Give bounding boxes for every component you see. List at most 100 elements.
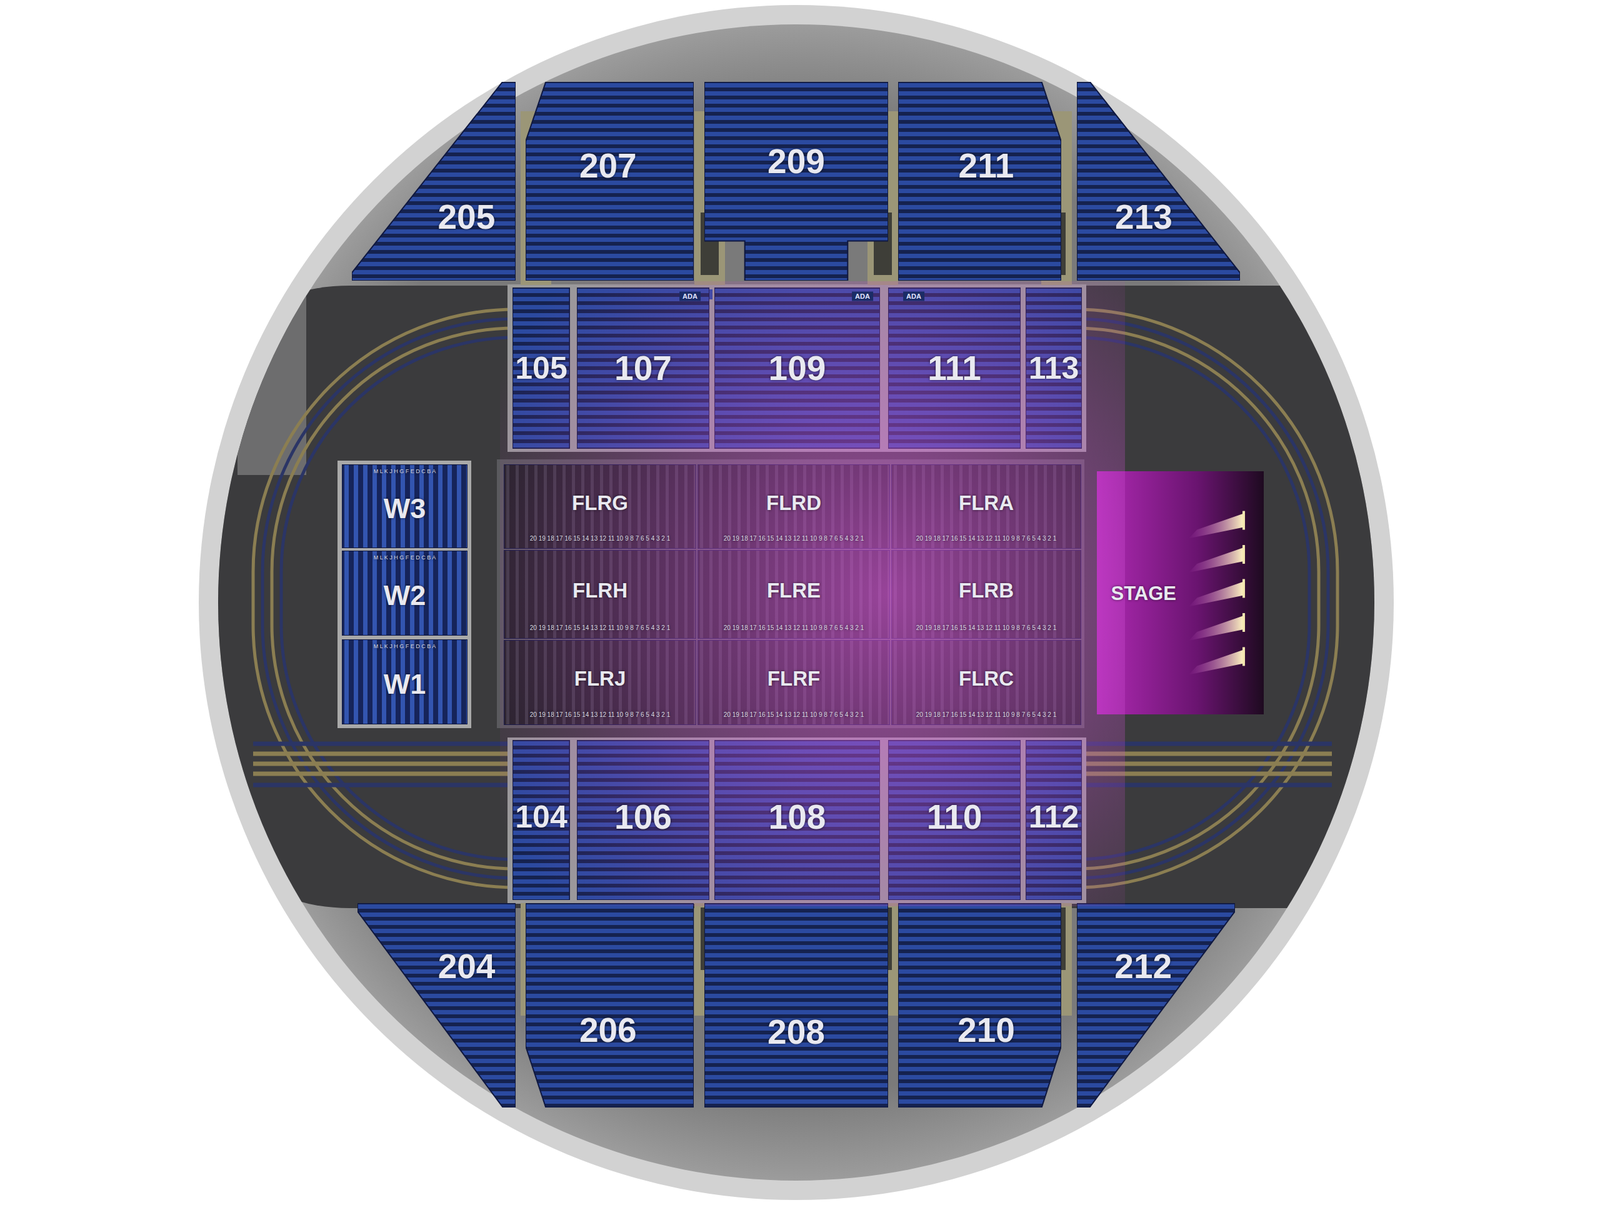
section-label: 111: [927, 351, 982, 386]
seat-rows: [891, 464, 1082, 549]
seating-section: 108: [714, 740, 880, 900]
section-label: 112: [1028, 801, 1080, 833]
light-rig: [1242, 511, 1245, 530]
seat-rows: [351, 81, 516, 281]
seat-rows: [1025, 287, 1082, 449]
seating-section: 106: [576, 740, 710, 900]
seat-rows: [714, 740, 880, 900]
ada-label: ADA: [903, 291, 925, 302]
seat-numbers: 20 19 18 17 16 15 14 13 12 11 10 9 8 7 6…: [916, 625, 1057, 632]
section-label: FLRF: [767, 668, 820, 689]
seat-numbers: 20 19 18 17 16 15 14 13 12 11 10 9 8 7 6…: [723, 711, 864, 719]
seating-section: 212: [1076, 903, 1235, 1108]
section-label: FLRJ: [574, 668, 627, 689]
seating-section: FLRG 20 19 18 17 16 15 14 13 12 11 10 9 8…: [503, 464, 697, 549]
seating-section: FLRA 20 19 18 17 16 15 14 13 12 11 10 9 8…: [891, 464, 1082, 549]
section-seats: [704, 903, 889, 1108]
seating-section: FLRD 20 19 18 17 16 15 14 13 12 11 10 9 8…: [697, 464, 890, 549]
ada-label: ADA: [851, 291, 874, 302]
seat-numbers: 20 19 18 17 16 15 14 13 12 11 10 9 8 7 6…: [723, 535, 864, 542]
seat-rows: [503, 464, 697, 549]
seating-section: 210: [898, 903, 1062, 1108]
seat-numbers: 20 19 18 17 16 15 14 13 12 11 10 9 8 7 6…: [530, 535, 670, 542]
seat-rows: [898, 81, 1062, 281]
section-seats: [351, 81, 516, 281]
section-label: 206: [579, 1012, 637, 1047]
seating-section: FLRJ 20 19 18 17 16 15 14 13 12 11 10 9 8…: [503, 640, 697, 725]
seat-rows: [714, 287, 880, 449]
section-seats: [704, 81, 889, 281]
seating-section: 109: [714, 287, 880, 449]
seat-rows: [1076, 903, 1235, 1108]
stage-light: [1188, 547, 1244, 573]
section-label: 107: [614, 351, 672, 386]
section-seats: [898, 903, 1062, 1108]
seat-numbers: M L K J H G F E D C B A: [373, 468, 437, 474]
seat-rows: [503, 550, 697, 639]
seating-section: 107: [576, 287, 710, 449]
stage-light: [1188, 649, 1244, 675]
section-label: W2: [383, 580, 427, 609]
section-seats: [525, 903, 694, 1108]
seat-numbers: 20 19 18 17 16 15 14 13 12 11 10 9 8 7 6…: [723, 625, 864, 632]
section-label: W1: [383, 669, 427, 698]
seating-section: FLRB 20 19 18 17 16 15 14 13 12 11 10 9 8…: [891, 550, 1082, 639]
section-label: 210: [957, 1012, 1015, 1047]
seat-numbers: 20 19 18 17 16 15 14 13 12 11 10 9 8 7 6…: [916, 711, 1057, 719]
seating-section: 105: [512, 287, 570, 449]
seating-section: 206: [525, 903, 694, 1108]
seat-rows: [341, 550, 468, 636]
section-label: 212: [1114, 949, 1172, 984]
seating-section: 209: [704, 81, 889, 281]
section-label: 208: [767, 1015, 825, 1050]
seating-section: 104: [512, 740, 570, 900]
seating-section: 204: [357, 903, 516, 1108]
section-label: 213: [1115, 200, 1173, 235]
light-rig: [1242, 646, 1245, 666]
section-label: 109: [768, 351, 827, 386]
seat-rows: [888, 287, 1021, 449]
seat-rows: [525, 81, 694, 281]
seat-numbers: 20 19 18 17 16 15 14 13 12 11 10 9 8 7 6…: [530, 711, 670, 719]
seat-rows: [341, 639, 468, 725]
stage-light: [1188, 615, 1244, 641]
section-label: FLRA: [958, 491, 1014, 513]
section-label: 113: [1028, 352, 1080, 384]
seating-section: 211: [898, 81, 1062, 281]
seating-section: 110: [888, 740, 1021, 900]
seat-numbers: 20 19 18 17 16 15 14 13 12 11 10 9 8 7 6…: [530, 625, 670, 632]
seating-section: 112: [1025, 740, 1082, 900]
seating-section: 113: [1025, 287, 1082, 449]
section-seats: [1076, 903, 1235, 1108]
section-label: FLRB: [958, 579, 1014, 600]
seat-numbers: 20 19 18 17 16 15 14 13 12 11 10 9 8 7 6…: [916, 535, 1057, 542]
stage-light: [1188, 581, 1244, 607]
section-label: W3: [383, 493, 427, 522]
section-label: FLRD: [766, 491, 822, 513]
seating-section: W2 M L K J H G F E D C B A: [341, 550, 468, 636]
section-label: 205: [438, 200, 496, 235]
seat-numbers: M L K J H G F E D C B A: [373, 554, 437, 560]
seating-section: FLRH 20 19 18 17 16 15 14 13 12 11 10 9 8…: [503, 550, 697, 639]
seating-section: FLRF 20 19 18 17 16 15 14 13 12 11 10 9 8…: [697, 640, 890, 725]
stage-floor: [1096, 471, 1264, 715]
section-label: FLRG: [571, 491, 629, 513]
light-rig: [1242, 579, 1245, 599]
section-label: 105: [515, 352, 567, 384]
seat-rows: [891, 550, 1082, 639]
seat-rows: [704, 81, 889, 281]
light-rig: [1242, 545, 1245, 564]
section-label: FLRH: [572, 579, 628, 600]
seat-rows: [898, 903, 1062, 1108]
light-rig: [1242, 613, 1245, 632]
seat-rows: [525, 903, 694, 1108]
seating-section: 205: [351, 81, 516, 281]
seating-section: 213: [1076, 81, 1240, 281]
stage-block: STAGE: [1096, 471, 1264, 715]
seating-section: 207: [525, 81, 694, 281]
seating-section: FLRC20 19 18 17 16 15 14 13 12 11 10 9 8…: [891, 640, 1082, 725]
seating-section: W3 M L K J H G F E D C B A: [341, 464, 468, 549]
seat-numbers: M L K J H G F E D C B A: [373, 643, 437, 649]
seat-rows: [1025, 740, 1082, 900]
